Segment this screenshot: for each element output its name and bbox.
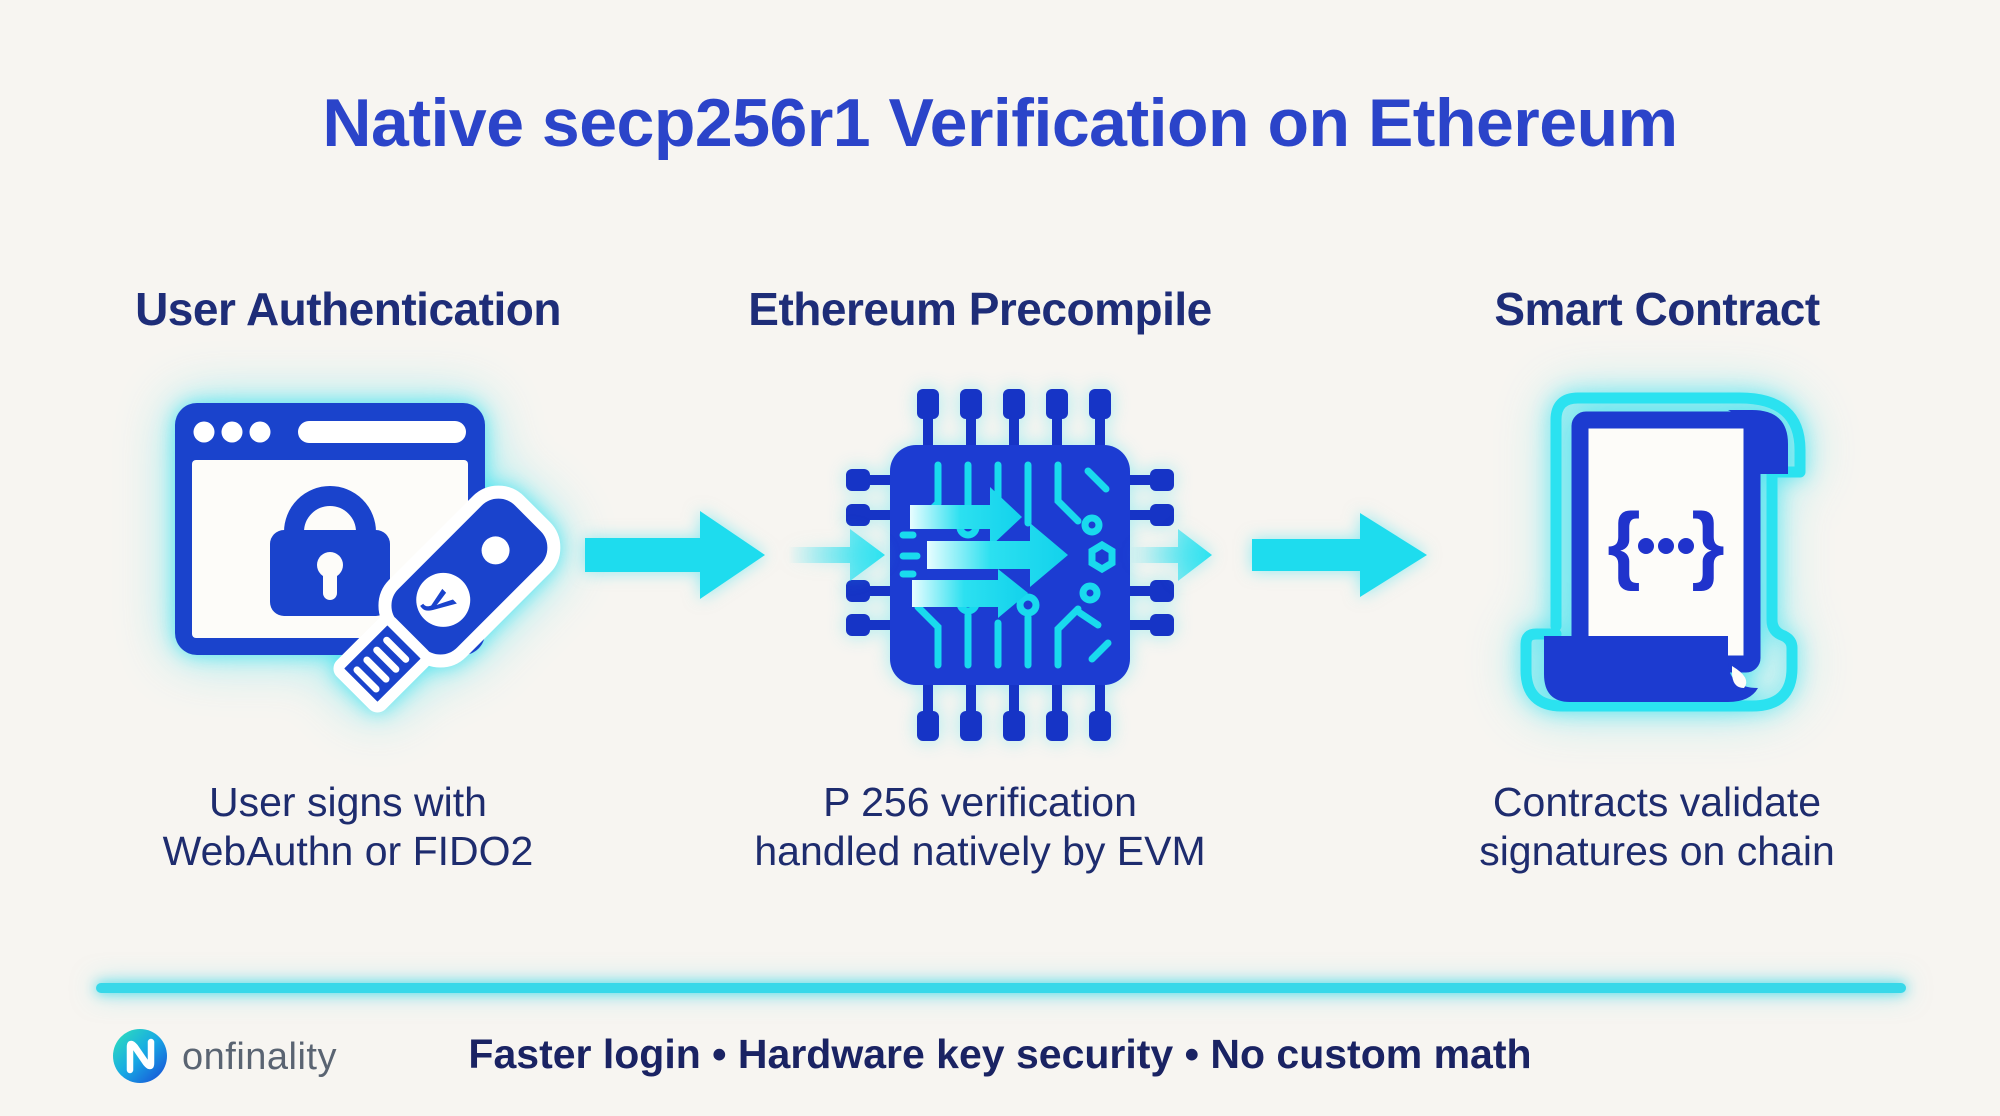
divider — [96, 983, 1906, 993]
caption-ethereum-precompile: P 256 verification handled natively by E… — [692, 778, 1268, 876]
column-heading-user-authentication: User Authentication — [135, 283, 561, 335]
browser-security-key-icon: y — [175, 403, 561, 713]
contract-brace-open: { — [1607, 496, 1640, 592]
evm-chip-icon — [846, 389, 1174, 741]
caption-line: Contracts validate — [1492, 779, 1822, 825]
column-heading-ethereum-precompile: Ethereum Precompile — [748, 283, 1212, 335]
chip-pins-top — [917, 389, 1111, 445]
page-title: Native secp256r1 Verification on Ethereu… — [322, 85, 1678, 161]
contract-brace-close: } — [1691, 496, 1724, 592]
chip-data-arrows — [910, 487, 1068, 618]
caption-line: handled natively by EVM — [754, 828, 1206, 874]
arrow-right-small-icon — [1130, 529, 1212, 581]
contract-dots — [1638, 538, 1694, 554]
column-heading-smart-contract: Smart Contract — [1494, 283, 1820, 335]
brand-name: onfinality — [182, 1036, 337, 1078]
tagline: Faster login • Hardware key security • N… — [468, 1031, 1532, 1077]
arrow-right-icon — [1252, 513, 1427, 597]
chip-pins-bottom — [917, 685, 1111, 741]
caption-line: signatures on chain — [1479, 828, 1835, 874]
chip-pins-right — [1130, 469, 1174, 636]
scroll-neon-outline — [1520, 392, 1806, 712]
smart-contract-scroll-icon: { } — [1520, 392, 1806, 712]
flow-arrows — [585, 511, 1427, 599]
chip-pins-left — [846, 469, 890, 636]
caption-line: User signs with — [209, 779, 487, 825]
caption-line: P 256 verification — [823, 779, 1137, 825]
arrow-right-icon — [585, 511, 765, 599]
onfinality-logo-icon — [113, 1029, 167, 1083]
caption-user-authentication: User signs with WebAuthn or FIDO2 — [60, 778, 636, 876]
caption-line: WebAuthn or FIDO2 — [162, 828, 534, 874]
arrow-right-small-icon — [788, 529, 885, 581]
caption-smart-contract: Contracts validate signatures on chain — [1369, 778, 1945, 876]
